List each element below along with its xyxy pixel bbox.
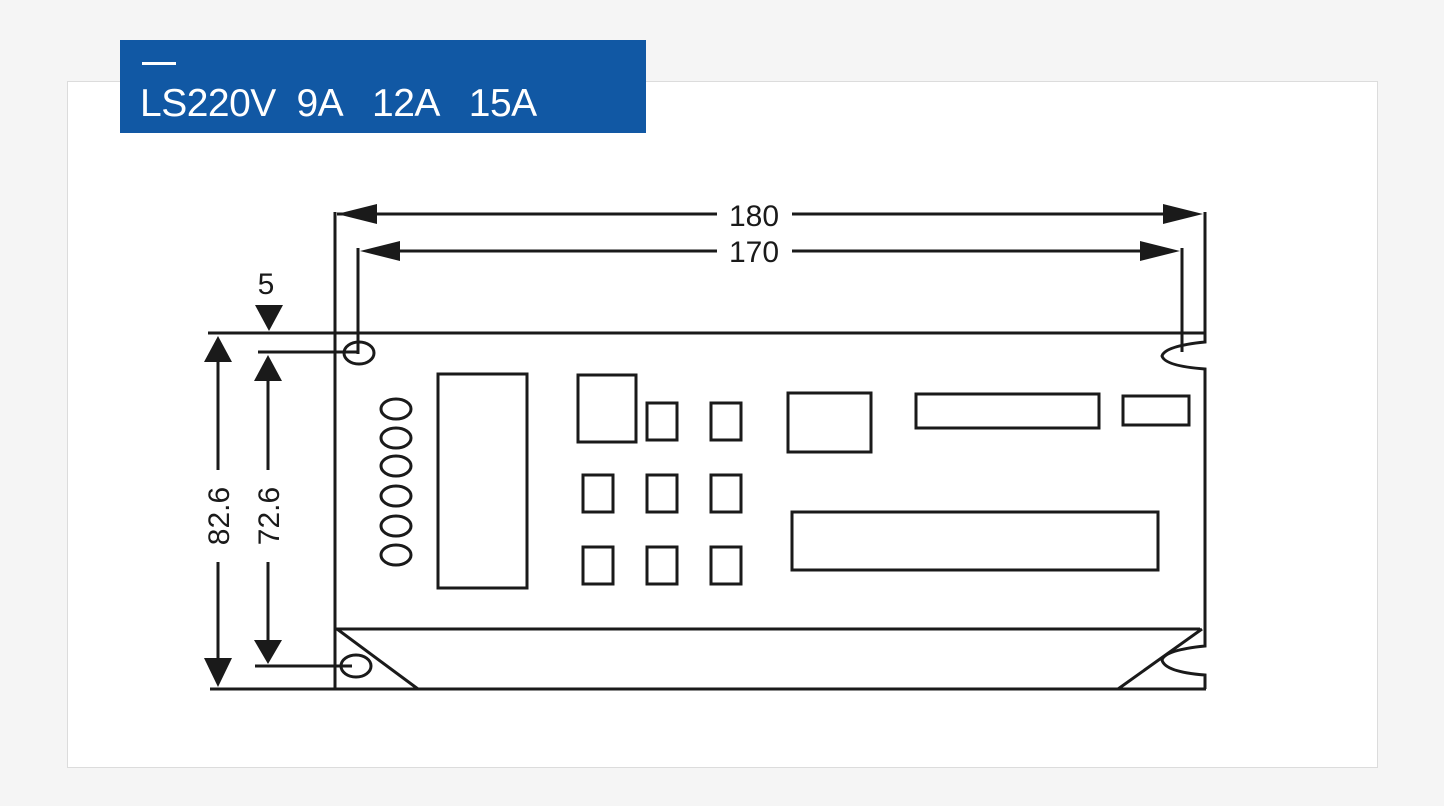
dimension-180 xyxy=(337,204,1203,224)
led xyxy=(379,397,413,421)
large-key xyxy=(576,373,638,444)
mounting-hole-bottom xyxy=(339,653,373,679)
led xyxy=(379,543,413,567)
button-grid xyxy=(576,373,743,586)
dimension-170 xyxy=(360,241,1180,261)
dimension-label-72-6: 72.6 xyxy=(253,487,286,545)
indicator-leds xyxy=(379,397,413,567)
key xyxy=(645,545,679,586)
key xyxy=(709,473,743,514)
led xyxy=(379,454,413,478)
connector-long-bottom xyxy=(790,510,1160,572)
key xyxy=(645,401,679,442)
dimension-label-5: 5 xyxy=(258,268,275,301)
dimension-label-180: 180 xyxy=(729,200,779,233)
display-window xyxy=(436,372,529,590)
dimension-82-6 xyxy=(204,336,232,687)
dimension-label-170: 170 xyxy=(729,236,779,269)
key xyxy=(581,473,615,514)
title-banner: LS220V 9A 12A 15A xyxy=(120,40,646,133)
mounting-hole-top xyxy=(342,340,376,366)
connector-long-top xyxy=(914,392,1101,430)
led xyxy=(379,514,413,538)
connector-small xyxy=(1121,394,1191,427)
dimension-72-6 xyxy=(254,355,282,664)
led xyxy=(379,426,413,450)
offset-5-arrow xyxy=(255,305,283,331)
dimension-label-82-6: 82.6 xyxy=(203,487,236,545)
title-text: LS220V 9A 12A 15A xyxy=(140,82,537,125)
title-dash xyxy=(142,62,176,65)
connector-square xyxy=(786,391,873,454)
key xyxy=(709,545,743,586)
key xyxy=(645,473,679,514)
chamfer-left xyxy=(336,627,419,691)
led xyxy=(379,484,413,508)
key xyxy=(709,401,743,442)
key xyxy=(581,545,615,586)
driver-body-outline xyxy=(333,333,1207,689)
chamfer-right xyxy=(1117,627,1203,691)
